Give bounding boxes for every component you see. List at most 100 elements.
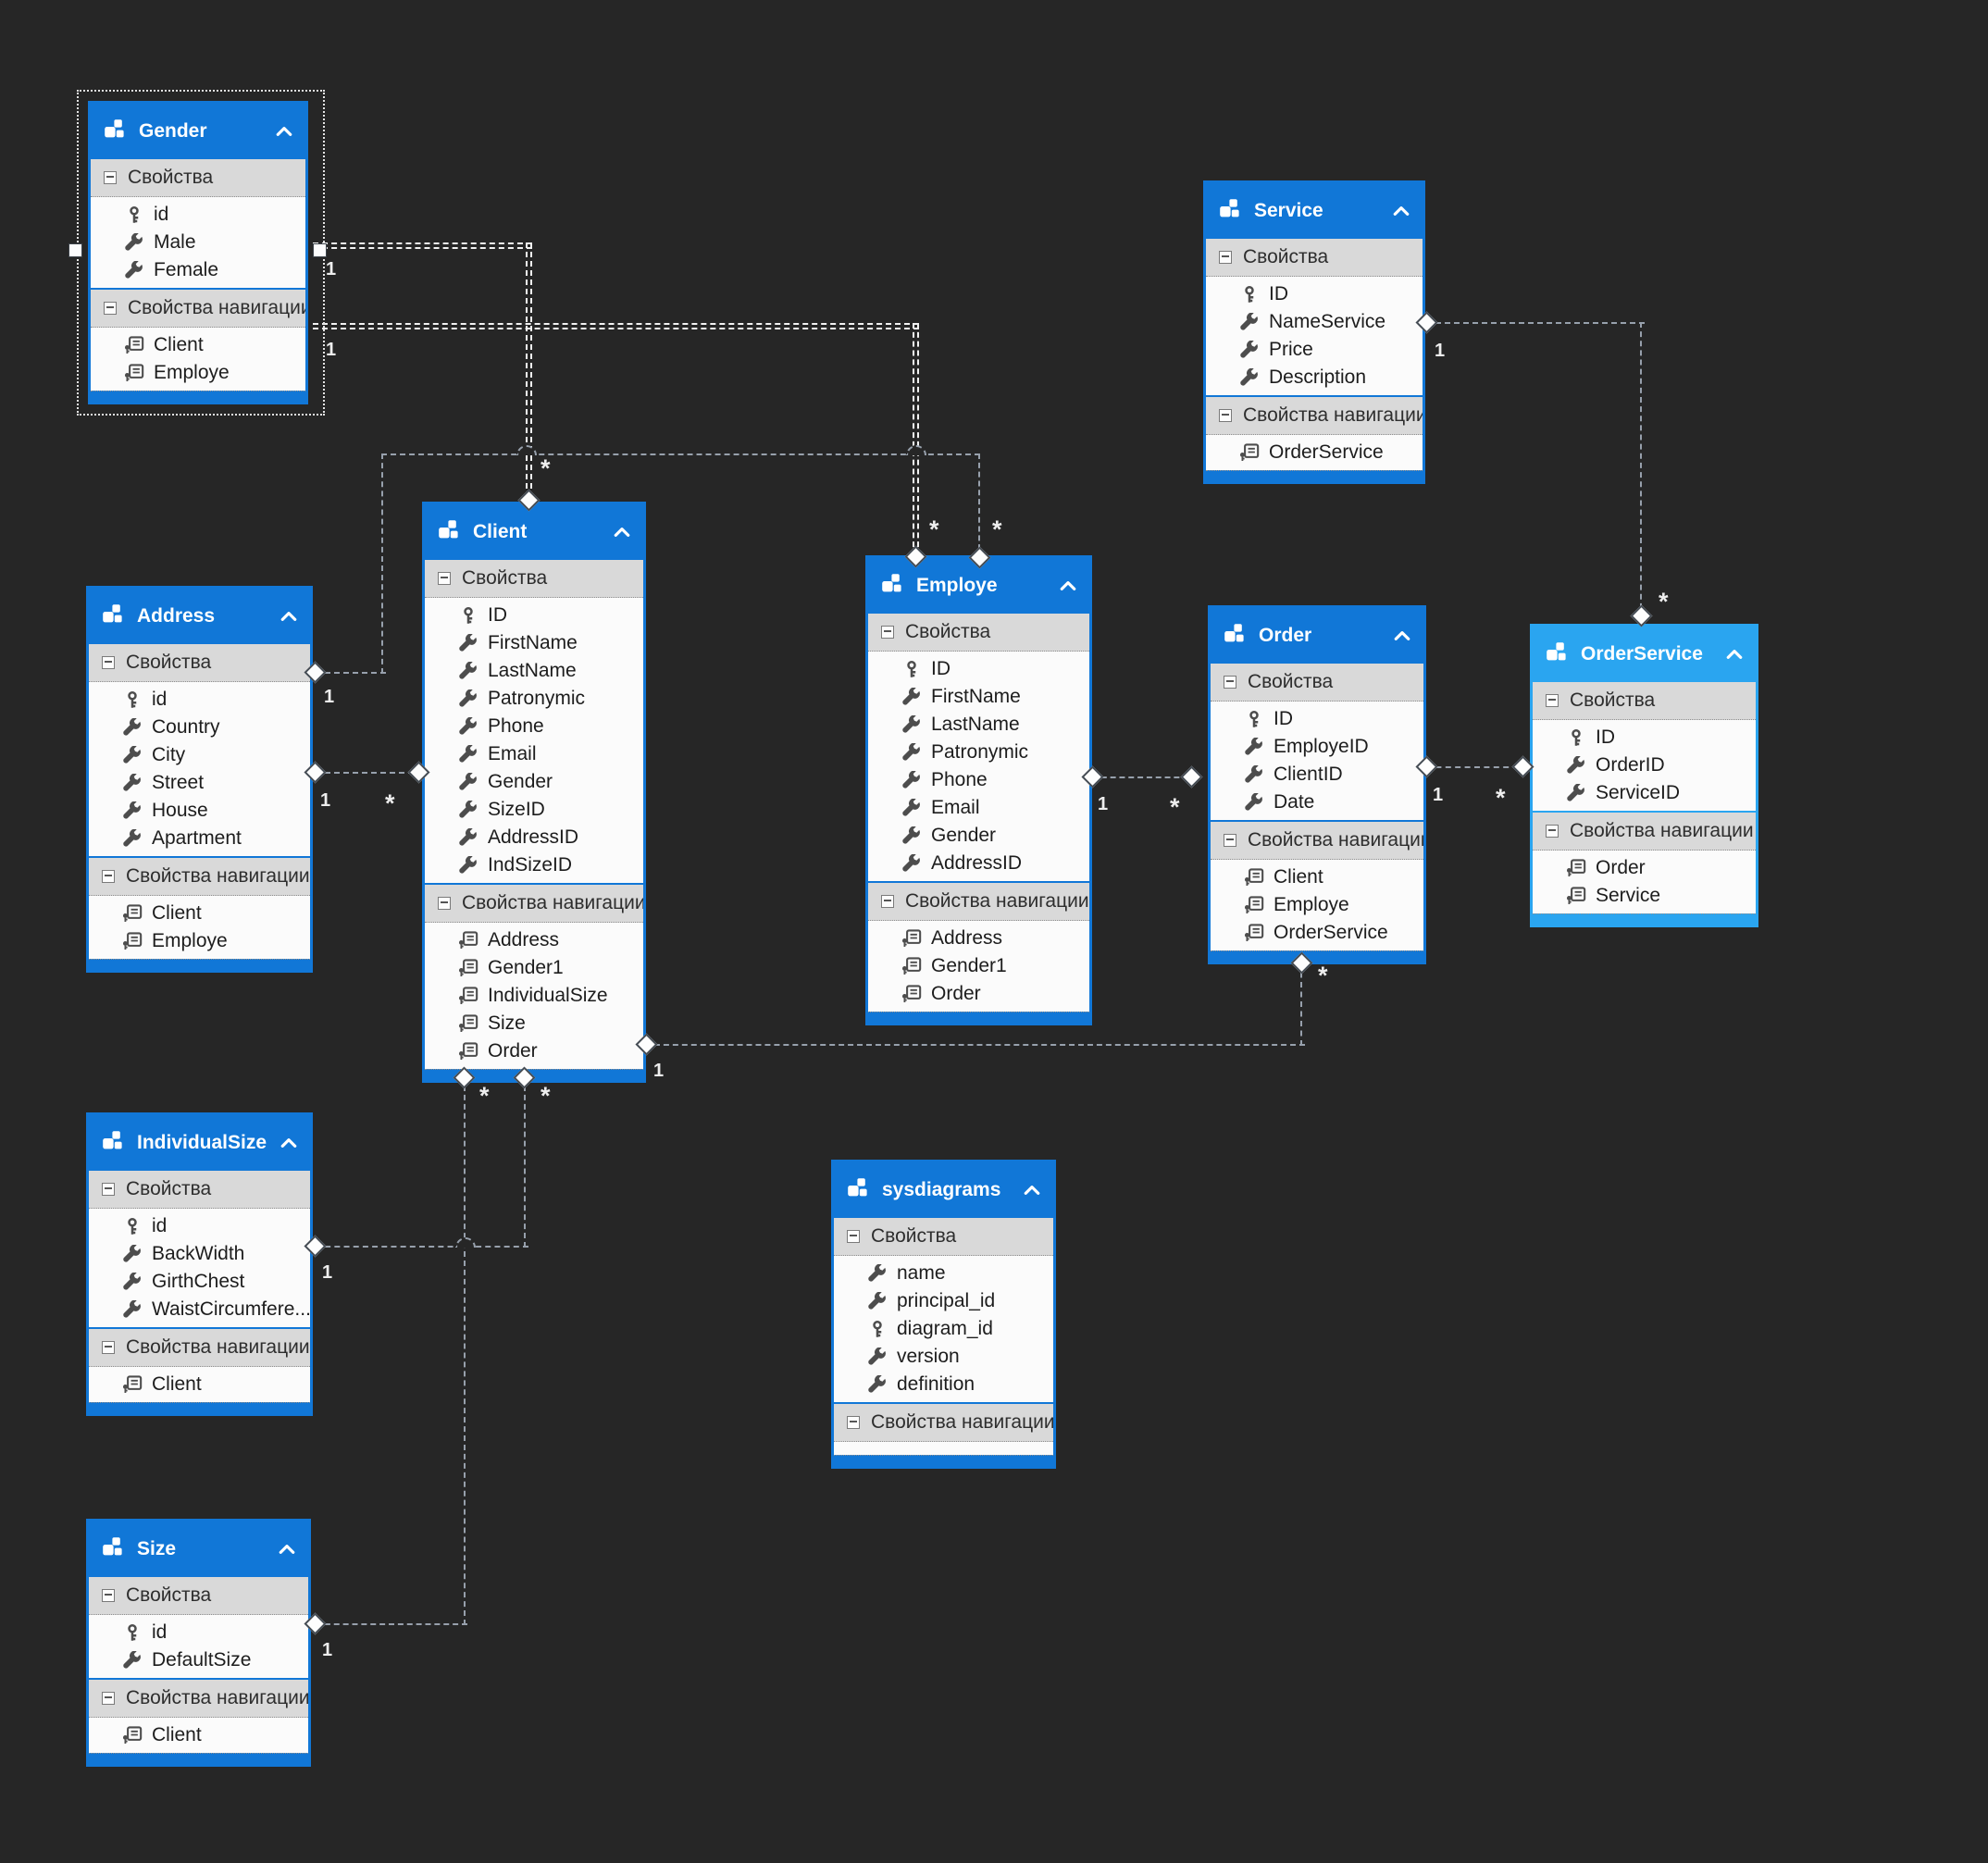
property-row[interactable]: ID (1211, 705, 1423, 733)
property-row[interactable]: Male (91, 229, 305, 256)
collapse-box-icon[interactable] (104, 171, 117, 184)
collapse-box-icon[interactable] (102, 1341, 115, 1354)
resize-handle-right[interactable] (313, 243, 327, 257)
properties-section-header[interactable]: Свойства (89, 1171, 310, 1209)
properties-section-header[interactable]: Свойства (91, 159, 305, 197)
collapse-box-icon[interactable] (881, 895, 894, 908)
collapse-box-icon[interactable] (102, 656, 115, 669)
properties-section-header[interactable]: Свойства (425, 560, 643, 598)
collapse-chevron-icon[interactable] (276, 126, 292, 137)
entity-sysdiagrams[interactable]: sysdiagrams Свойства name principal_id d… (831, 1160, 1056, 1469)
properties-section-header[interactable]: Свойства (1211, 664, 1423, 702)
entity-order[interactable]: Order Свойства ID EmployeID ClientID Dat… (1208, 605, 1426, 964)
entity-header[interactable]: OrderService (1533, 627, 1756, 682)
property-row[interactable]: Apartment (89, 825, 310, 852)
property-row[interactable]: ID (1533, 724, 1756, 751)
property-row[interactable]: ClientID (1211, 761, 1423, 789)
property-row[interactable]: definition (834, 1371, 1053, 1398)
property-row[interactable]: id (89, 1212, 310, 1240)
property-row[interactable]: LastName (868, 711, 1089, 739)
properties-section-header[interactable]: Свойства (89, 644, 310, 682)
property-row[interactable]: Female (91, 256, 305, 284)
navigation-section-header[interactable]: Свойства навигации (1533, 811, 1756, 851)
properties-section-header[interactable]: Свойства (834, 1218, 1053, 1256)
property-row[interactable]: Street (89, 769, 310, 797)
property-row[interactable]: ID (425, 602, 643, 629)
property-row[interactable]: OrderID (1533, 751, 1756, 779)
nav-property-row[interactable]: Client (91, 331, 305, 359)
entity-header[interactable]: IndividualSize (89, 1115, 310, 1171)
entity-individualsize[interactable]: IndividualSize Свойства id BackWidth Gir… (86, 1112, 313, 1416)
properties-section-header[interactable]: Свойства (89, 1577, 308, 1615)
collapse-chevron-icon[interactable] (280, 1137, 297, 1149)
nav-property-row[interactable]: Order (1533, 854, 1756, 882)
entity-service[interactable]: Service Свойства ID NameService Price De… (1203, 180, 1425, 484)
collapse-chevron-icon[interactable] (614, 527, 630, 538)
entity-header[interactable]: Size (89, 1521, 308, 1577)
nav-property-row[interactable]: OrderService (1211, 919, 1423, 947)
property-row[interactable]: Patronymic (868, 739, 1089, 766)
collapse-chevron-icon[interactable] (1393, 205, 1410, 217)
collapse-box-icon[interactable] (1219, 409, 1232, 422)
collapse-box-icon[interactable] (1546, 825, 1559, 838)
nav-property-row[interactable]: Client (1211, 863, 1423, 891)
collapse-box-icon[interactable] (102, 1589, 115, 1602)
property-row[interactable]: Email (868, 794, 1089, 822)
nav-property-row[interactable]: Gender1 (425, 954, 643, 982)
property-row[interactable]: FirstName (425, 629, 643, 657)
entity-gender[interactable]: Gender Свойства id Male Female Свойства … (88, 101, 308, 404)
entity-size[interactable]: Size Свойства id DefaultSize Свойства на… (86, 1519, 311, 1767)
property-row[interactable]: House (89, 797, 310, 825)
nav-property-row[interactable]: Order (868, 980, 1089, 1008)
collapse-chevron-icon[interactable] (1024, 1185, 1040, 1196)
entity-header[interactable]: Order (1211, 608, 1423, 664)
collapse-chevron-icon[interactable] (1060, 580, 1076, 591)
property-row[interactable]: BackWidth (89, 1240, 310, 1268)
navigation-section-header[interactable]: Свойства навигации (1211, 820, 1423, 860)
collapse-box-icon[interactable] (1224, 834, 1236, 847)
entity-header[interactable]: Gender (91, 104, 305, 159)
property-row[interactable]: IndSizeID (425, 851, 643, 879)
navigation-section-header[interactable]: Свойства навигации (91, 288, 305, 328)
nav-property-row[interactable]: Size (425, 1010, 643, 1037)
property-row[interactable]: LastName (425, 657, 643, 685)
property-row[interactable]: name (834, 1260, 1053, 1287)
property-row[interactable]: FirstName (868, 683, 1089, 711)
property-row[interactable]: ID (1206, 280, 1423, 308)
collapse-box-icon[interactable] (102, 870, 115, 883)
property-row[interactable]: Patronymic (425, 685, 643, 713)
collapse-chevron-icon[interactable] (1726, 649, 1743, 660)
property-row[interactable]: Country (89, 714, 310, 741)
property-row[interactable]: Gender (868, 822, 1089, 850)
property-row[interactable]: AddressID (425, 824, 643, 851)
collapse-box-icon[interactable] (1224, 676, 1236, 689)
property-row[interactable]: ID (868, 655, 1089, 683)
property-row[interactable]: id (89, 686, 310, 714)
collapse-box-icon[interactable] (847, 1230, 860, 1243)
nav-property-row[interactable]: Address (868, 925, 1089, 952)
property-row[interactable]: ServiceID (1533, 779, 1756, 807)
nav-property-row[interactable]: Employe (1211, 891, 1423, 919)
nav-property-row[interactable]: Client (89, 900, 310, 927)
entity-address[interactable]: Address Свойства id Country City Street … (86, 586, 313, 973)
property-row[interactable]: diagram_id (834, 1315, 1053, 1343)
collapse-box-icon[interactable] (102, 1692, 115, 1705)
nav-property-row[interactable]: Employe (91, 359, 305, 387)
entity-header[interactable]: Client (425, 504, 643, 560)
property-row[interactable]: id (89, 1619, 308, 1646)
collapse-box-icon[interactable] (102, 1183, 115, 1196)
collapse-box-icon[interactable] (104, 302, 117, 315)
property-row[interactable]: GirthChest (89, 1268, 310, 1296)
nav-property-row[interactable]: Address (425, 926, 643, 954)
entity-employe[interactable]: Employe Свойства ID FirstName LastName P… (865, 555, 1092, 1025)
property-row[interactable]: Date (1211, 789, 1423, 816)
entity-header[interactable]: sysdiagrams (834, 1162, 1053, 1218)
collapse-box-icon[interactable] (438, 897, 451, 910)
property-row[interactable]: City (89, 741, 310, 769)
property-row[interactable]: Phone (425, 713, 643, 740)
entity-header[interactable]: Address (89, 589, 310, 644)
nav-property-row[interactable]: Client (89, 1371, 310, 1398)
nav-property-row[interactable]: Order (425, 1037, 643, 1065)
nav-property-row[interactable]: Client (89, 1721, 308, 1749)
